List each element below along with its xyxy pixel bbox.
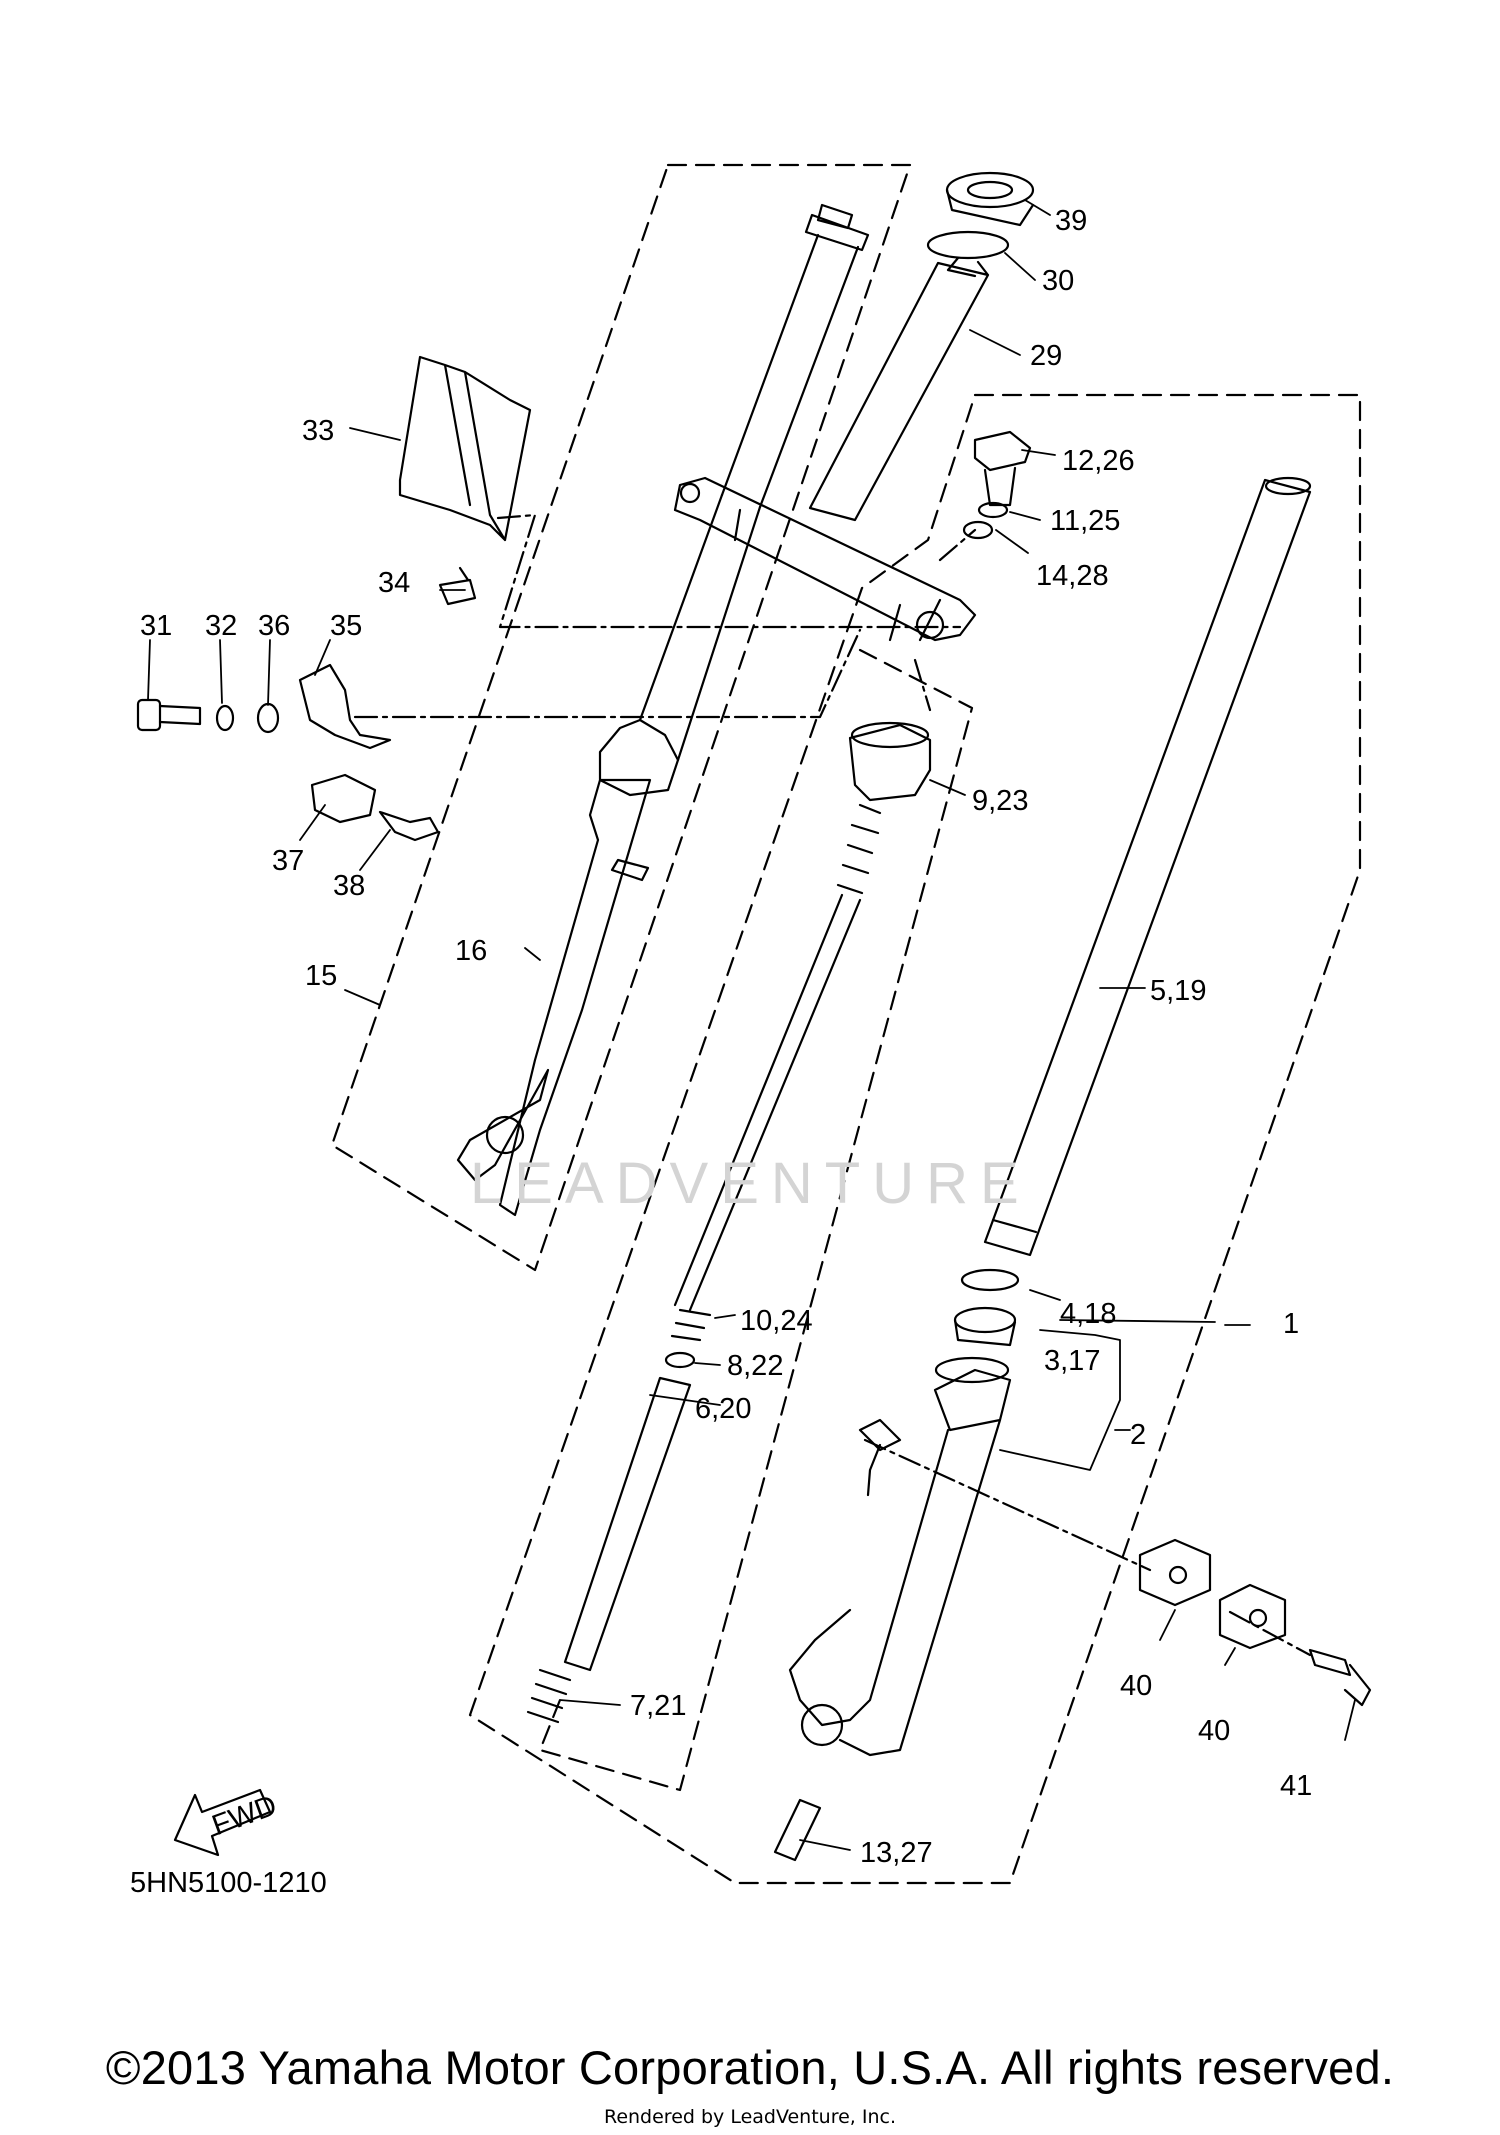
bearing-39-inner — [966, 180, 1014, 200]
outer-tube-2-top — [934, 1356, 1010, 1384]
bearing-39-body — [945, 188, 1035, 227]
bearing-39 — [945, 171, 1035, 209]
rod-6 — [563, 1376, 692, 1672]
callout-5-19: 5,19 — [1150, 975, 1206, 1007]
callout-32: 32 — [205, 610, 237, 642]
axle-boss-right — [800, 1703, 844, 1747]
clamp-40b-hole — [1248, 1608, 1268, 1628]
callout-37: 37 — [272, 845, 304, 877]
callout-2: 2 — [1130, 1419, 1146, 1451]
washer-32 — [215, 704, 235, 732]
inner-tube-5 — [983, 478, 1312, 1257]
ring-8 — [664, 1351, 696, 1369]
guide-37 — [310, 773, 377, 824]
clamp-bolt-hole-left — [679, 482, 701, 504]
callout-7-21: 7,21 — [630, 1690, 686, 1722]
callout-13-27: 13,27 — [860, 1837, 933, 1869]
callout-4-18: 4,18 — [1060, 1298, 1116, 1330]
clamp-40a-hole — [1168, 1565, 1188, 1585]
screw-34 — [438, 566, 477, 606]
seal-3-body — [953, 1318, 1017, 1347]
fwd-arrow-icon — [173, 1788, 272, 1857]
callout-29: 29 — [1030, 340, 1062, 372]
diagram-code: 5HN5100-1210 — [130, 1867, 327, 1899]
fork-tube-16 — [720, 203, 870, 509]
callout-8-22: 8,22 — [727, 1350, 783, 1382]
bolt-31 — [136, 698, 162, 732]
callout-39: 39 — [1055, 205, 1087, 237]
callout-15: 15 — [305, 960, 337, 992]
spring-7 — [526, 1668, 572, 1724]
cap-bolt-12 — [973, 430, 1032, 507]
callout-41: 41 — [1280, 1770, 1312, 1802]
callout-33: 33 — [302, 415, 334, 447]
spacer-9-top — [850, 721, 930, 749]
inner-tube-29 — [808, 256, 990, 522]
under-bracket — [673, 476, 977, 642]
callout-34: 34 — [378, 567, 410, 599]
callout-38: 38 — [333, 870, 365, 902]
clamp-40b — [1218, 1583, 1287, 1650]
callout-30: 30 — [1042, 265, 1074, 297]
damper-rod — [673, 893, 862, 1312]
callout-labels: 39 30 29 33 12,26 11,25 14,28 34 31 32 3… — [130, 205, 1312, 1899]
callout-36: 36 — [258, 610, 290, 642]
bolt-31-shank — [158, 704, 202, 726]
axle-boss-left — [485, 1115, 525, 1155]
washer-14 — [962, 520, 994, 540]
spacer-9 — [848, 723, 932, 802]
clamp-bolt-hole-right — [915, 610, 945, 640]
callout-12-26: 12,26 — [1062, 445, 1135, 477]
seal-30 — [926, 230, 1010, 260]
washer-36 — [256, 702, 280, 734]
clamp-40a — [1138, 1538, 1212, 1607]
inner-tube-5-band — [991, 1218, 1038, 1234]
bolt-13 — [773, 1798, 822, 1862]
callout-3-17: 3,17 — [1044, 1345, 1100, 1377]
spring-upper — [836, 803, 882, 895]
hose-guard-33 — [398, 355, 532, 542]
copyright-notice: ©2013 Yamaha Motor Corporation, U.S.A. A… — [105, 2041, 1395, 2094]
o-ring-11 — [977, 501, 1009, 519]
bolt-41 — [1308, 1648, 1372, 1707]
spring-10 — [670, 1308, 712, 1342]
callout-40-b: 40 — [1198, 1715, 1230, 1747]
group-inner-outline — [538, 648, 974, 1792]
callout-10-24: 10,24 — [740, 1305, 813, 1337]
leadventure-watermark: LEADVENTURE — [470, 1151, 1031, 1216]
callout-14-28: 14,28 — [1036, 560, 1109, 592]
leader-lines — [147, 199, 1356, 1851]
callout-35: 35 — [330, 610, 362, 642]
seal-3 — [953, 1306, 1017, 1334]
rendered-by-credit: Rendered by LeadVenture, Inc. — [603, 2106, 897, 2128]
outer-tube-2 — [788, 1368, 1012, 1757]
chain-lines — [353, 513, 1312, 1657]
group-15-outline — [330, 163, 912, 1272]
group-1-outline — [468, 393, 1362, 1885]
callout-31: 31 — [140, 610, 172, 642]
inner-tube-5-top — [1264, 476, 1312, 496]
screw-38 — [378, 810, 440, 842]
callout-9-23: 9,23 — [972, 785, 1028, 817]
callout-16: 16 — [455, 935, 487, 967]
callout-11-25: 11,25 — [1050, 505, 1120, 537]
bracket-35 — [298, 663, 392, 750]
clip-4 — [960, 1268, 1020, 1292]
outer-tube-left — [456, 718, 680, 1217]
callout-1: 1 — [1283, 1308, 1299, 1340]
callout-6-20: 6,20 — [695, 1393, 751, 1425]
callout-40-a: 40 — [1120, 1670, 1152, 1702]
